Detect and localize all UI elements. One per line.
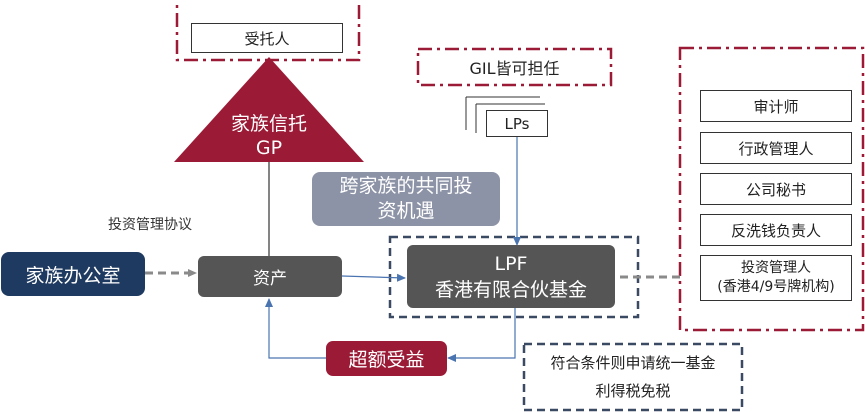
tax-line1: 符合条件则申请统一基金 [550, 354, 716, 372]
aml-officer-label: 反洗钱负责人 [730, 221, 821, 240]
lpf-to-excess-arrow [447, 305, 516, 362]
lpf-box: LPF 香港有限合伙基金 [407, 245, 615, 308]
investment-manager-box: 投资管理人 (香港4/9号牌机构) [700, 255, 852, 301]
gil-label: GIL皆可担任 [469, 59, 560, 78]
administrator-label: 行政管理人 [738, 139, 814, 158]
lps-stack-mid [475, 103, 545, 133]
service-providers-frame [678, 46, 865, 332]
company-secretary-box: 公司秘书 [700, 173, 852, 205]
aml-officer-box: 反洗钱负责人 [700, 214, 852, 246]
lps-box: LPs [486, 110, 548, 137]
lps-stack-back [465, 96, 540, 130]
trustee-box: 受托人 [191, 23, 343, 53]
gp-label: 家族信托 GP [194, 112, 344, 160]
auditor-box: 审计师 [700, 90, 852, 122]
tax-exemption-note: 符合条件则申请统一基金 利得税免税 [526, 346, 740, 408]
gp-label-line2: GP [255, 137, 283, 159]
family-office-label: 家族办公室 [25, 264, 121, 287]
tax-frame [522, 342, 744, 412]
lpf-line2: 香港有限合伙基金 [434, 278, 587, 301]
tax-line2: 利得税免税 [595, 382, 671, 400]
excess-return-box: 超额受益 [326, 341, 447, 376]
administrator-box: 行政管理人 [700, 132, 852, 164]
agreement-label: 投资管理协议 [108, 217, 192, 233]
family-office-box: 家族办公室 [1, 252, 145, 296]
investment-manager-line2: (香港4/9号牌机构) [717, 279, 835, 295]
assets-label: 资产 [253, 269, 287, 289]
trustee-label: 受托人 [244, 29, 290, 48]
lpf-line1: LPF [494, 252, 528, 275]
gp-label-line1: 家族信托 [230, 113, 307, 135]
company-secretary-label: 公司秘书 [745, 180, 806, 199]
excess-to-assets-arrow [265, 298, 326, 359]
assets-to-lpf-arrow [341, 273, 406, 282]
gil-frame [416, 47, 613, 87]
excess-return-label: 超额受益 [348, 349, 425, 371]
investment-manager-line1: 投资管理人 [741, 260, 811, 276]
assets-box: 资产 [198, 256, 342, 297]
co-investment-line1: 跨家族的共同投 [339, 175, 473, 197]
co-investment-line2: 资机遇 [377, 200, 435, 222]
gp-triangle [174, 57, 364, 162]
co-investment-box: 跨家族的共同投 资机遇 [312, 172, 500, 226]
lps-label: LPs [504, 114, 530, 133]
auditor-label: 审计师 [753, 97, 799, 116]
